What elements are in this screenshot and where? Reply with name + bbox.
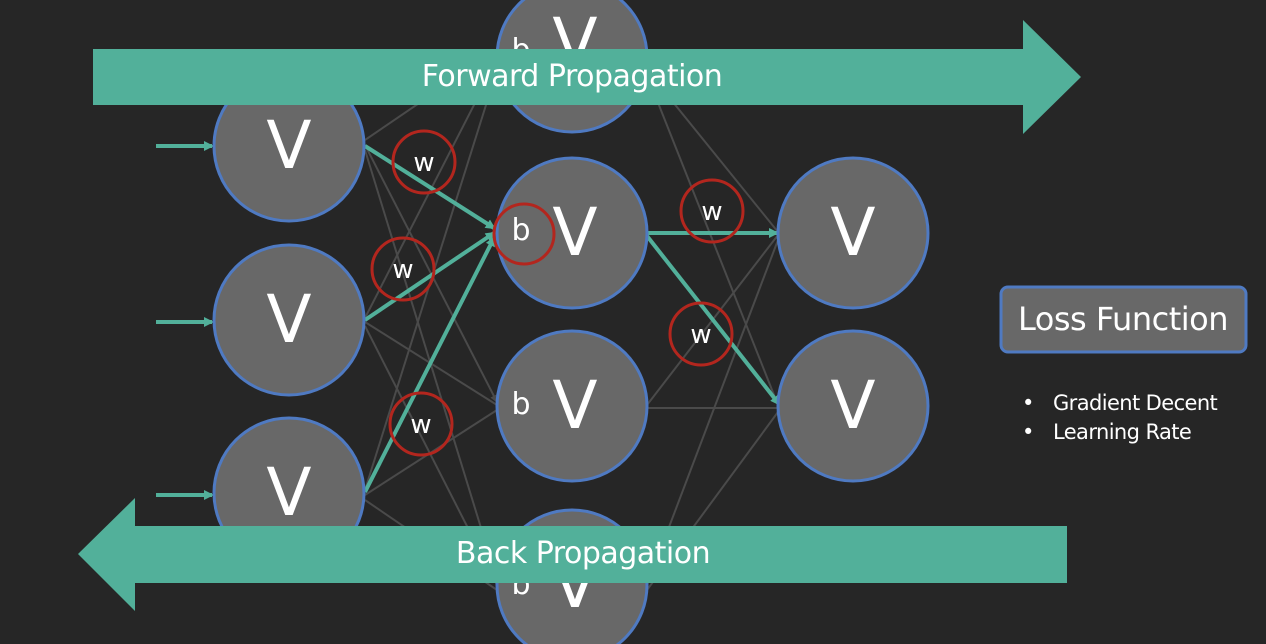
back-propagation-label: Back Propagation bbox=[456, 536, 710, 571]
node: V bbox=[776, 156, 930, 310]
weight-markers: w w w w w bbox=[370, 129, 745, 457]
forward-path bbox=[363, 144, 496, 230]
forward-propagation-label: Forward Propagation bbox=[422, 59, 723, 94]
back-propagation-arrow: Back Propagation bbox=[78, 498, 1067, 611]
input-layer: V V V bbox=[212, 69, 366, 570]
node: b V bbox=[495, 329, 649, 483]
weight-circle bbox=[388, 391, 454, 457]
forward-path bbox=[363, 236, 496, 493]
weight-marker: w bbox=[679, 178, 745, 244]
loss-function-label: Loss Function bbox=[1018, 300, 1228, 338]
weight-circle bbox=[391, 129, 457, 195]
node-label: V bbox=[266, 454, 311, 531]
node: V bbox=[776, 329, 930, 483]
bullet-item: Learning Rate bbox=[1022, 418, 1217, 447]
weight-circle bbox=[668, 301, 734, 367]
loss-box-rect bbox=[999, 285, 1248, 354]
forward-arrow-shape bbox=[93, 20, 1081, 134]
node-circle bbox=[212, 243, 366, 397]
weight-marker: w bbox=[668, 301, 734, 367]
node-label: V bbox=[266, 281, 311, 358]
weight-circle bbox=[370, 236, 436, 302]
bias-highlight-circle bbox=[492, 202, 556, 266]
output-layer: V V bbox=[776, 156, 930, 483]
bias-label: b bbox=[511, 213, 530, 248]
input-arrows bbox=[156, 141, 214, 500]
node-circle bbox=[776, 156, 930, 310]
node: V bbox=[212, 69, 366, 223]
node: V bbox=[212, 243, 366, 397]
loss-function-box: Loss Function bbox=[999, 285, 1248, 354]
weight-marker: w bbox=[391, 129, 457, 195]
forward-path bbox=[645, 234, 781, 406]
weight-circle bbox=[679, 178, 745, 244]
back-arrow-shape bbox=[78, 498, 1067, 611]
weight-label: w bbox=[410, 410, 431, 440]
bullet-list: Gradient Decent Learning Rate bbox=[1022, 389, 1218, 447]
node-label: V bbox=[830, 194, 875, 271]
bias-label: b bbox=[511, 387, 530, 422]
forward-propagation-arrow: Forward Propagation bbox=[93, 20, 1081, 134]
weight-marker: w bbox=[370, 236, 436, 302]
node-circle bbox=[495, 329, 649, 483]
highlighted-paths bbox=[363, 144, 781, 493]
connection-line bbox=[646, 74, 779, 406]
forward-path bbox=[363, 231, 496, 322]
weight-label: w bbox=[690, 320, 711, 350]
bullet-item: Gradient Decent bbox=[1022, 389, 1218, 418]
background-connections bbox=[364, 49, 779, 591]
node-circle bbox=[495, 156, 649, 310]
node-label: V bbox=[830, 367, 875, 444]
weight-marker: w bbox=[388, 391, 454, 457]
node-circle bbox=[776, 329, 930, 483]
node: b V bbox=[495, 156, 649, 310]
weight-label: w bbox=[413, 148, 434, 178]
node-label: V bbox=[266, 107, 311, 184]
weight-label: w bbox=[701, 197, 722, 227]
node-label: V bbox=[552, 194, 597, 271]
weight-label: w bbox=[392, 255, 413, 285]
node-label: V bbox=[552, 367, 597, 444]
